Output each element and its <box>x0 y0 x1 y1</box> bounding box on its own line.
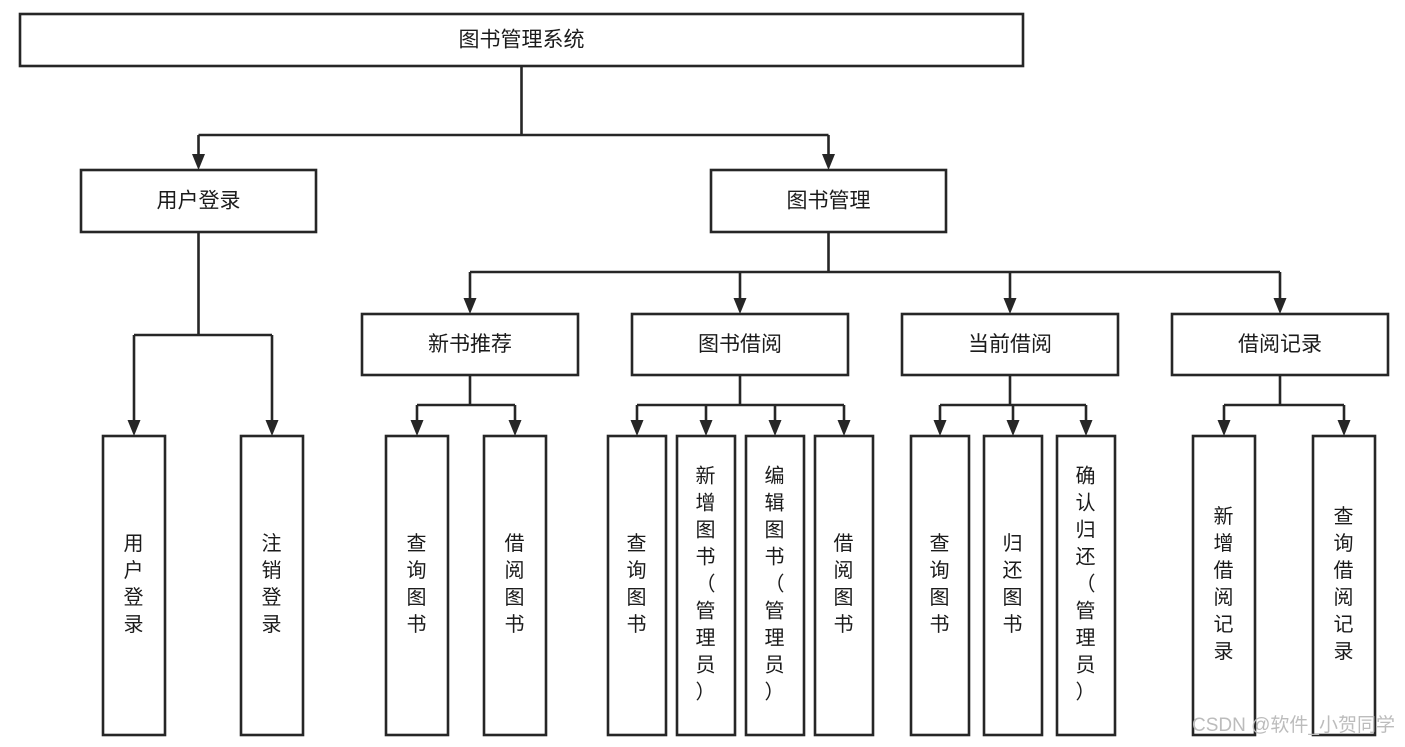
node-leaf-add-book-admin[interactable]: 新增图书（管理员） <box>675 434 737 737</box>
arrow-head-icon <box>1217 420 1231 436</box>
node-box[interactable] <box>709 168 948 234</box>
node-box[interactable] <box>813 434 875 737</box>
csdn-watermark: CSDN @软件_小贺同学 <box>1192 714 1395 736</box>
node-box[interactable] <box>384 434 450 737</box>
arrow-head-icon <box>127 420 141 436</box>
node-box[interactable] <box>360 312 580 377</box>
node-box[interactable] <box>900 312 1120 377</box>
node-box[interactable] <box>101 434 167 737</box>
node-book-borrow[interactable]: 图书借阅 <box>630 312 850 377</box>
arrow-head-icon <box>768 420 782 436</box>
node-layer: 图书管理系统用户登录图书管理新书推荐图书借阅当前借阅借阅记录用户登录注销登录查询… <box>18 12 1390 737</box>
node-box[interactable] <box>606 434 668 737</box>
node-user-login[interactable]: 用户登录 <box>79 168 318 234</box>
node-label: 新增图书（管理员） <box>696 465 717 704</box>
node-leaf-query-borrow-record[interactable]: 查询借阅记录 <box>1311 434 1377 737</box>
node-label: 借阅图书 <box>834 532 855 636</box>
arrow-head-icon <box>1003 298 1017 314</box>
node-label: 查询借阅记录 <box>1334 505 1355 663</box>
node-box[interactable] <box>630 312 850 377</box>
node-label: 当前借阅 <box>968 333 1052 356</box>
arrow-head-icon <box>1006 420 1020 436</box>
node-leaf-borrow-book[interactable]: 借阅图书 <box>813 434 875 737</box>
arrow-head-icon <box>508 420 522 436</box>
arrow-head-icon <box>699 420 713 436</box>
node-label: 图书管理系统 <box>459 29 585 52</box>
node-label: 借阅图书 <box>505 532 526 636</box>
node-box[interactable] <box>1311 434 1377 737</box>
node-current-borrow[interactable]: 当前借阅 <box>900 312 1120 377</box>
node-leaf-edit-book-admin[interactable]: 编辑图书（管理员） <box>744 434 806 737</box>
node-leaf-return-book[interactable]: 归还图书 <box>982 434 1044 737</box>
node-box[interactable] <box>79 168 318 234</box>
node-label: 归还图书 <box>1003 532 1024 636</box>
node-label: 用户登录 <box>124 533 145 636</box>
node-borrow-record[interactable]: 借阅记录 <box>1170 312 1390 377</box>
node-leaf-borrow-book-rec[interactable]: 借阅图书 <box>482 434 548 737</box>
node-label: 查询图书 <box>407 532 428 636</box>
arrow-head-icon <box>265 420 279 436</box>
node-box[interactable] <box>1055 434 1117 737</box>
node-label: 图书借阅 <box>698 333 782 356</box>
node-box[interactable] <box>744 434 806 737</box>
node-leaf-user-logout[interactable]: 注销登录 <box>239 434 305 737</box>
node-label: 查询图书 <box>627 532 648 636</box>
node-label: 确认归还（管理员） <box>1076 465 1097 704</box>
arrow-head-icon <box>630 420 644 436</box>
arrow-head-icon <box>192 154 205 170</box>
node-box[interactable] <box>482 434 548 737</box>
node-label: 新书推荐 <box>428 333 512 356</box>
node-box[interactable] <box>18 12 1025 68</box>
node-label: 注销登录 <box>262 532 283 636</box>
node-leaf-add-borrow-record[interactable]: 新增借阅记录 <box>1191 434 1257 737</box>
node-leaf-query-book-current[interactable]: 查询图书 <box>909 434 971 737</box>
node-box[interactable] <box>1170 312 1390 377</box>
node-label: 新增借阅记录 <box>1214 505 1235 663</box>
arrow-head-icon <box>837 420 851 436</box>
arrow-head-icon <box>1079 420 1093 436</box>
node-label: 借阅记录 <box>1238 333 1322 356</box>
node-new-book-recommend[interactable]: 新书推荐 <box>360 312 580 377</box>
node-label: 编辑图书（管理员） <box>765 465 786 704</box>
arrow-head-icon <box>1337 420 1351 436</box>
node-leaf-confirm-return-admin[interactable]: 确认归还（管理员） <box>1055 434 1117 737</box>
node-leaf-query-book-rec[interactable]: 查询图书 <box>384 434 450 737</box>
arrow-head-icon <box>463 298 477 314</box>
node-leaf-query-book-borrow[interactable]: 查询图书 <box>606 434 668 737</box>
node-label: 用户登录 <box>157 190 241 213</box>
arrow-head-icon <box>733 298 747 314</box>
arrow-head-icon <box>933 420 947 436</box>
node-box[interactable] <box>239 434 305 737</box>
node-root[interactable]: 图书管理系统 <box>18 12 1025 68</box>
arrow-head-icon <box>1273 298 1287 314</box>
node-box[interactable] <box>1191 434 1257 737</box>
arrow-head-icon <box>410 420 424 436</box>
node-box[interactable] <box>982 434 1044 737</box>
node-box[interactable] <box>909 434 971 737</box>
connector-layer <box>127 66 1351 436</box>
node-leaf-user-login[interactable]: 用户登录 <box>101 434 167 737</box>
node-label: 图书管理 <box>787 190 871 213</box>
node-book-manage[interactable]: 图书管理 <box>709 168 948 234</box>
arrow-head-icon <box>822 154 835 170</box>
node-label: 查询图书 <box>930 532 951 636</box>
node-box[interactable] <box>675 434 737 737</box>
